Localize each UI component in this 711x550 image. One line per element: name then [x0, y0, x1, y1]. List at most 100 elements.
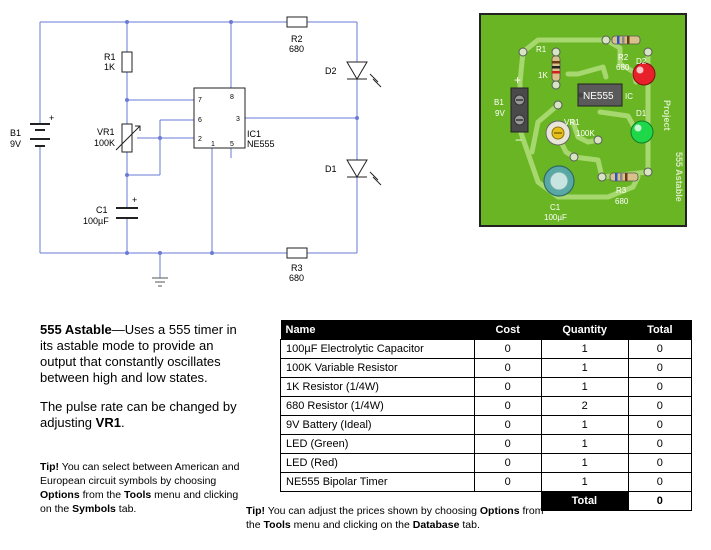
- total-spacer: [281, 492, 475, 511]
- column-total-header[interactable]: Total: [628, 320, 692, 340]
- tip-label: Tip!: [246, 505, 266, 517]
- total-spacer: [474, 492, 541, 511]
- total-row: Total 0: [281, 491, 693, 511]
- tip-database-keyword: Database: [412, 519, 460, 531]
- pcb-plus-label: +: [514, 73, 521, 87]
- part-cost[interactable]: 0: [473, 358, 542, 378]
- pcb-r1-name: R1: [536, 45, 547, 54]
- pcb-r3-value: 680: [615, 197, 629, 206]
- pcb-r1: [551, 55, 561, 82]
- database-tip: Tip! You can adjust the prices shown by …: [246, 504, 546, 532]
- vr1-name-label: VR1: [97, 127, 115, 137]
- part-total: 0: [627, 339, 693, 359]
- tip-text: You can adjust the prices shown by choos…: [265, 505, 480, 517]
- ic1-value-label: NE555: [247, 139, 275, 149]
- table-row[interactable]: LED (Green) 0 1 0: [280, 434, 693, 454]
- vr1-symbol: [115, 123, 141, 153]
- tip-text: menu and clicking on the: [290, 519, 413, 531]
- pcb-r2: [611, 35, 641, 45]
- table-row[interactable]: 9V Battery (Ideal) 0 1 0: [280, 415, 693, 435]
- part-total: 0: [627, 415, 693, 435]
- pulse-rate-text: The pulse rate can be changed by adjusti…: [40, 399, 237, 430]
- tip-text: from the: [79, 489, 125, 501]
- part-cost[interactable]: 0: [473, 339, 542, 359]
- b1-symbol: [30, 123, 50, 147]
- table-row[interactable]: 100µF Electrolytic Capacitor 0 1 0: [280, 339, 693, 359]
- pcb-ic-ref-label: IC: [625, 92, 633, 101]
- part-cost[interactable]: 0: [473, 472, 542, 492]
- d1-symbol: [346, 159, 382, 186]
- ic1-name-label: IC1: [247, 129, 261, 139]
- pcb-r2-name: R2: [618, 53, 629, 62]
- part-total: 0: [627, 396, 693, 416]
- pcb-d2-red-led: [632, 62, 656, 86]
- pcb-r1-value: 1K: [538, 71, 548, 80]
- pin-3-label: 3: [236, 116, 240, 123]
- tip-text: menu and clicking on the: [40, 489, 239, 515]
- d1-label: D1: [325, 164, 337, 174]
- part-quantity: 2: [540, 396, 629, 416]
- part-quantity: 1: [540, 377, 629, 397]
- part-quantity: 1: [540, 415, 629, 435]
- pcb-r2-value: 680: [616, 63, 630, 72]
- pcb-vr1: [545, 120, 571, 146]
- part-name: LED (Green): [280, 434, 475, 454]
- part-name: 9V Battery (Ideal): [280, 415, 475, 435]
- part-cost[interactable]: 0: [473, 396, 542, 416]
- part-total: 0: [627, 434, 693, 454]
- tip-label: Tip!: [40, 461, 60, 473]
- column-cost-header[interactable]: Cost: [474, 320, 542, 340]
- pcb-c1-value: 100µF: [544, 213, 567, 222]
- pcb-side-text-project: Project: [662, 100, 672, 131]
- pcb-d1-green-led: [630, 120, 654, 144]
- c1-symbol: [116, 207, 138, 219]
- d2-symbol: [346, 61, 382, 88]
- part-total: 0: [627, 377, 693, 397]
- pcb-vr1-value: 100K: [576, 129, 595, 138]
- part-name: 680 Resistor (1/4W): [280, 396, 475, 416]
- tip-options-keyword: Options: [40, 489, 80, 501]
- c1-name-label: C1: [96, 205, 108, 215]
- tip-symbols-keyword: Symbols: [72, 503, 116, 515]
- column-name-header[interactable]: Name: [280, 320, 475, 340]
- part-cost[interactable]: 0: [473, 453, 542, 473]
- pulse-rate-component: VR1: [95, 415, 121, 430]
- b1-value-label: 9V: [10, 139, 21, 149]
- pcb-ic-ne555: NE555: [577, 83, 623, 107]
- grand-total-label: Total: [541, 491, 629, 511]
- circuit-description: 555 Astable—Uses a 555 timer in its asta…: [40, 322, 250, 386]
- table-row[interactable]: NE555 Bipolar Timer 0 1 0: [280, 472, 693, 492]
- c1-value-label: 100µF: [83, 216, 109, 226]
- table-row[interactable]: 1K Resistor (1/4W) 0 1 0: [280, 377, 693, 397]
- pin-5-label: 5: [230, 141, 234, 148]
- b1-plus-label: +: [49, 113, 54, 123]
- description-title: 555 Astable: [40, 322, 112, 337]
- part-quantity: 1: [540, 472, 629, 492]
- r1-value-label: 1K: [104, 62, 115, 72]
- pcb-d2-label: D2: [636, 57, 647, 66]
- part-total: 0: [627, 472, 693, 492]
- r3-name-label: R3: [291, 263, 303, 273]
- pcb-r3-name: R3: [616, 186, 627, 195]
- pin-2-label: 2: [198, 136, 202, 143]
- r1-symbol: [121, 51, 133, 73]
- vr1-value-label: 100K: [94, 138, 115, 148]
- pcb-vr1-name: VR1: [564, 118, 580, 127]
- circuit-schematic: R1 1K R2 680 R3 680 VR1 100K C1 100µF B1…: [10, 16, 382, 287]
- ic1-symbol: [193, 87, 246, 149]
- tip-text: from the: [246, 505, 544, 531]
- column-quantity-header[interactable]: Quantity: [541, 320, 629, 340]
- part-name: NE555 Bipolar Timer: [280, 472, 475, 492]
- part-name: LED (Red): [280, 453, 475, 473]
- part-cost[interactable]: 0: [473, 434, 542, 454]
- part-cost[interactable]: 0: [473, 415, 542, 435]
- part-name: 1K Resistor (1/4W): [280, 377, 475, 397]
- pcb-b1-value: 9V: [495, 109, 505, 118]
- part-cost[interactable]: 0: [473, 377, 542, 397]
- part-quantity: 1: [540, 453, 629, 473]
- table-row[interactable]: 680 Resistor (1/4W) 0 2 0: [280, 396, 693, 416]
- table-row[interactable]: LED (Red) 0 1 0: [280, 453, 693, 473]
- table-row[interactable]: 100K Variable Resistor 0 1 0: [280, 358, 693, 378]
- tip-text: tab.: [459, 519, 480, 531]
- d2-label: D2: [325, 66, 337, 76]
